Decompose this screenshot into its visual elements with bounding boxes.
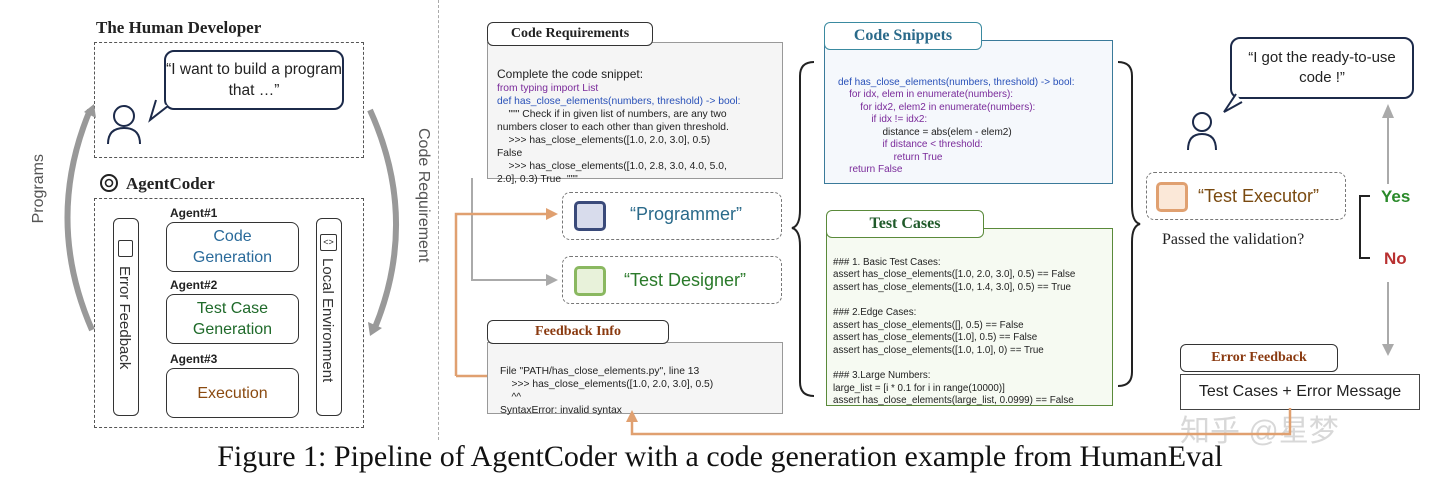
test-line-6: assert has_close_elements([1.0], 0.5) ==… <box>833 332 1038 344</box>
error-feedback-body: Test Cases + Error Message <box>1198 383 1402 400</box>
code-requirement-curve-arrow <box>367 108 399 336</box>
test-executor-label: “Test Executor” <box>1198 186 1320 206</box>
human-developer-box <box>94 42 364 158</box>
feedback-line-1: >>> has_close_elements([1.0, 2.0, 3.0], … <box>500 379 714 390</box>
feedback-line-2: ^^ <box>500 392 522 403</box>
req-line-2: def has_close_elements(numbers, threshol… <box>497 96 741 107</box>
code-requirements-text: Complete the code snippet: from typing i… <box>497 55 741 186</box>
test-line-4: ### 2.Edge Cases: <box>833 306 917 318</box>
programmer-label: “Programmer” <box>630 204 743 224</box>
agentcoder-box <box>94 198 364 428</box>
human-bubble-text: “I want to build a program that …” <box>166 61 342 99</box>
req-line-1: from typing import List <box>497 83 599 94</box>
req-line-5: >>> has_close_elements([1.0, 2.0, 3.0], … <box>497 135 711 146</box>
watermark: 知乎 @星梦 <box>1180 415 1339 448</box>
req-line-0: Complete the code snippet: <box>497 67 644 81</box>
return-feedback-arrow <box>626 408 1292 436</box>
test-line-1: assert has_close_elements([1.0, 2.0, 3.0… <box>833 269 1076 281</box>
test-line-0: ### 1. Basic Test Cases: <box>833 256 941 268</box>
snip-line-3: if idx != idx2: <box>838 114 928 125</box>
code-requirements-panel <box>487 42 783 179</box>
result-bubble-text: “I got the ready-to-use code !” <box>1248 49 1396 86</box>
execution-label: Execution <box>197 384 268 402</box>
code-snippets-text: def has_close_elements(numbers, threshol… <box>838 64 1075 177</box>
feedback-info-text: File "PATH/has_close_elements.py", line … <box>500 352 713 417</box>
test-cases-tab: Test Cases <box>826 210 984 238</box>
req-line-3: """ Check if in given list of numbers, a… <box>497 109 727 120</box>
error-feedback-label: Error Feedback <box>116 266 133 370</box>
test-line-9: ### 3.Large Numbers: <box>833 369 931 381</box>
user-icon <box>107 99 169 145</box>
agentcoder-title: AgentCoder <box>126 174 215 193</box>
doc-icon <box>118 240 133 257</box>
req-line-6: False <box>497 148 523 159</box>
figure-caption: Figure 1: Pipeline of AgentCoder with a … <box>217 440 1223 473</box>
code-snippets-tab: Code Snippets <box>824 22 982 50</box>
execution-box: Execution <box>166 368 299 418</box>
agent3-tag: Agent#3 <box>170 352 218 366</box>
error-feedback-pill <box>113 218 139 416</box>
req-line-7: >>> has_close_elements([1.0, 2.8, 3.0, 4… <box>497 161 727 172</box>
test-designer-box <box>562 256 782 304</box>
test-case-generation-box: Test Case Generation <box>166 294 299 344</box>
user-icon-right <box>1187 93 1243 151</box>
test-line-5: assert has_close_elements([], 0.5) == Fa… <box>833 319 1024 331</box>
test-cases-panel <box>826 228 1113 406</box>
snip-line-5: if distance < threshold: <box>838 139 983 150</box>
robot-executor-icon <box>1156 182 1188 212</box>
test-line-11: assert has_close_elements(large_list, 0.… <box>833 395 1074 407</box>
code-requirements-tab: Code Requirements <box>487 22 653 46</box>
programs-label: Programs <box>30 154 47 224</box>
feedback-line-0: File "PATH/has_close_elements.py", line … <box>500 366 700 377</box>
human-speech-bubble: “I want to build a program that …” <box>164 50 344 110</box>
code-generation-label: Code Generation <box>192 228 273 266</box>
section-divider <box>438 0 439 440</box>
snip-line-1: for idx, elem in enumerate(numbers): <box>838 89 1014 100</box>
left-brace <box>791 61 815 397</box>
passed-validation-label: Passed the validation? <box>1162 231 1305 248</box>
test-executor-box <box>1146 172 1346 220</box>
test-line-2: assert has_close_elements([1.0, 1.4, 3.0… <box>833 281 1071 293</box>
flow-connectors <box>454 178 558 378</box>
test-designer-label: “Test Designer” <box>624 270 747 290</box>
code-generation-box: Code Generation <box>166 222 299 272</box>
no-label: No <box>1384 249 1407 268</box>
feedback-line-3: SyntaxError: invalid syntax <box>500 405 622 416</box>
test-cases-text: ### 1. Basic Test Cases: assert has_clos… <box>833 244 1075 408</box>
code-requirement-label: Code Requirement <box>415 128 432 263</box>
test-line-7: assert has_close_elements([1.0, 1.0], 0)… <box>833 344 1044 356</box>
agent2-tag: Agent#2 <box>170 278 218 292</box>
feedback-info-tab: Feedback Info <box>487 320 669 344</box>
local-environment-label: Local Environment <box>319 258 336 383</box>
snip-line-2: for idx2, elem2 in enumerate(numbers): <box>838 101 1036 113</box>
snip-line-4: distance = abs(elem - elem2) <box>838 126 1012 138</box>
agent1-tag: Agent#1 <box>170 206 218 220</box>
human-developer-title: The Human Developer <box>96 18 262 37</box>
req-line-4: numbers closer to each other than given … <box>497 122 729 133</box>
local-environment-pill <box>316 218 342 416</box>
programmer-box <box>562 192 782 240</box>
snip-line-0: def has_close_elements(numbers, threshol… <box>838 76 1075 88</box>
right-brace <box>1117 61 1141 387</box>
test-case-generation-label: Test Case Generation <box>192 300 273 338</box>
yes-label: Yes <box>1381 187 1411 206</box>
openai-logo-icon <box>100 174 118 192</box>
programs-curve-arrow <box>64 104 96 332</box>
result-speech-bubble: “I got the ready-to-use code !” <box>1230 37 1414 99</box>
code-snippets-panel <box>824 40 1113 184</box>
decision-arrows <box>1359 104 1394 356</box>
snip-line-6: return True <box>838 151 943 163</box>
req-line-8: 2.0], 0.3) True """ <box>497 174 578 185</box>
test-line-10: large_list = [i * 0.1 for i in range(100… <box>833 382 1005 394</box>
robot-test-designer-icon <box>574 266 606 296</box>
error-feedback-panel: Test Cases + Error Message <box>1180 374 1420 410</box>
robot-programmer-icon <box>574 201 606 231</box>
terminal-icon: <> <box>320 234 337 251</box>
error-feedback-tab: Error Feedback <box>1180 344 1338 372</box>
snip-line-7: return False <box>838 164 903 175</box>
